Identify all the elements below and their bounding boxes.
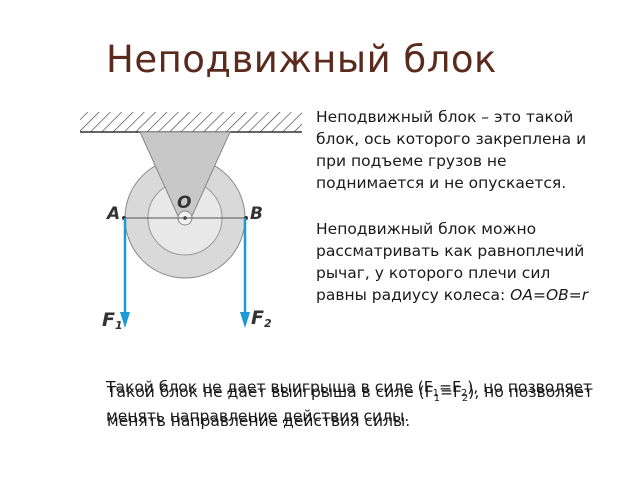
- definition-text: Неподвижный блок – это такой блок, ось к…: [316, 106, 606, 306]
- label-f2-sub: 2: [264, 317, 272, 330]
- ceiling-hatch: [80, 112, 302, 132]
- conclusion-overlap-sub-1: 1: [433, 393, 440, 405]
- label-f1: F1: [102, 309, 123, 332]
- conclusion-text-overlap: Такой блок не дает выигрыша в силе (F1=F…: [107, 381, 607, 432]
- lever-paragraph-text: Неподвижный блок можно рассматривать как…: [316, 220, 585, 304]
- label-f1-letter: F: [102, 309, 115, 331]
- label-f1-sub: 1: [115, 319, 123, 332]
- label-o: O: [177, 193, 191, 213]
- conclusion-overlap-sub-2: 2: [461, 393, 469, 405]
- label-f2-letter: F: [251, 307, 264, 329]
- conclusion-overlap-part-1: Такой блок не дает выигрыша в силе (F: [107, 383, 434, 401]
- slide-title: Неподвижный блок: [106, 38, 497, 81]
- label-b: B: [250, 204, 263, 224]
- force-f1-arrowhead: [120, 312, 130, 328]
- force-f2-arrowhead: [240, 312, 250, 328]
- conclusion-part-3: ), но позволяет менять направление дейст…: [106, 378, 593, 426]
- label-f2: F2: [251, 307, 272, 330]
- fixed-pulley-diagram: O A B F1 F2: [80, 112, 302, 332]
- conclusion-overlap-part-3: ), но позволяет менять направление дейст…: [107, 383, 594, 431]
- conclusion-text: Такой блок не дает выигрыша в силе (F1=F…: [106, 376, 606, 427]
- conclusion-overlap-part-2: =F: [440, 383, 462, 401]
- conclusion-sub-1: 1: [432, 388, 439, 400]
- conclusion-sub-2: 2: [460, 388, 468, 400]
- lever-paragraph: Неподвижный блок можно рассматривать как…: [316, 218, 606, 306]
- definition-paragraph: Неподвижный блок – это такой блок, ось к…: [316, 108, 587, 192]
- conclusion-part-2: =F: [439, 378, 461, 396]
- conclusion-part-1: Такой блок не дает выигрыша в силе (F: [106, 378, 433, 396]
- radius-formula: OA=OB=r: [510, 286, 589, 304]
- label-a: A: [105, 204, 120, 224]
